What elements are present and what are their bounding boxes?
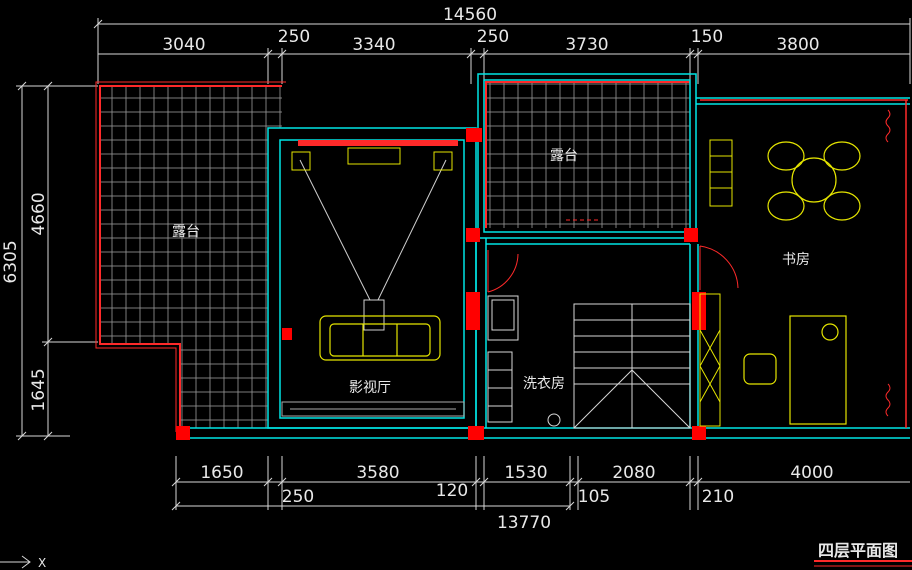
bottom-dim-5: 4000	[790, 463, 833, 483]
bottom-small-dim-3: 105	[578, 487, 610, 507]
bottom-total-dimension: 13770	[497, 513, 551, 533]
bottom-dim-1: 1650	[200, 463, 243, 483]
cinema-sofa	[319, 315, 441, 361]
room-label-laundry: 洗衣房	[523, 376, 565, 392]
left-dim-2: 1645	[29, 368, 49, 411]
top-dim-6: 150	[691, 27, 723, 47]
cinema-bottom-cabinet	[281, 401, 465, 417]
room-label-terrace-left: 露台	[172, 224, 200, 240]
ucs-axis-icon	[0, 555, 31, 569]
bottom-dim-3: 1530	[504, 463, 547, 483]
top-dim-7: 3800	[776, 35, 819, 55]
laundry-fixtures	[487, 295, 561, 427]
bottom-dim-4: 2080	[612, 463, 655, 483]
drawing-title: 四层平面图	[818, 541, 898, 560]
bottom-small-dim-1: 250	[282, 487, 314, 507]
study-wardrobe	[699, 293, 721, 427]
left-terrace	[95, 81, 286, 432]
top-total-dimension: 14560	[443, 5, 497, 25]
cinema-projection	[299, 159, 447, 331]
top-dimension-lines	[93, 18, 911, 84]
top-terrace	[485, 81, 690, 228]
top-dim-3: 3340	[352, 35, 395, 55]
room-label-cinema: 影视厅	[349, 380, 391, 396]
bottom-small-dim-4: 210	[702, 487, 734, 507]
columns	[176, 128, 706, 440]
study-desk	[743, 315, 847, 425]
bottom-dim-2: 3580	[356, 463, 399, 483]
top-dim-4: 250	[477, 27, 509, 47]
cinema-screen	[291, 140, 458, 171]
doors	[487, 219, 739, 293]
left-dim-1: 4660	[29, 192, 49, 235]
study-curtains	[885, 109, 891, 417]
left-total-dimension: 6305	[1, 240, 21, 283]
study-shelf	[709, 139, 733, 207]
ucs-axis-label: X	[38, 556, 46, 570]
top-dim-1: 3040	[162, 35, 205, 55]
study-outline	[700, 99, 908, 428]
room-label-study: 书房	[782, 252, 810, 268]
bottom-dimension-lines	[171, 456, 910, 511]
left-dimension-lines	[16, 81, 98, 441]
bottom-small-dim-2: 120	[436, 481, 468, 501]
study-table-set	[767, 141, 861, 221]
staircase	[573, 303, 691, 429]
top-dim-5: 3730	[565, 35, 608, 55]
top-dim-2: 250	[278, 27, 310, 47]
room-label-terrace-top: 露台	[550, 148, 578, 164]
